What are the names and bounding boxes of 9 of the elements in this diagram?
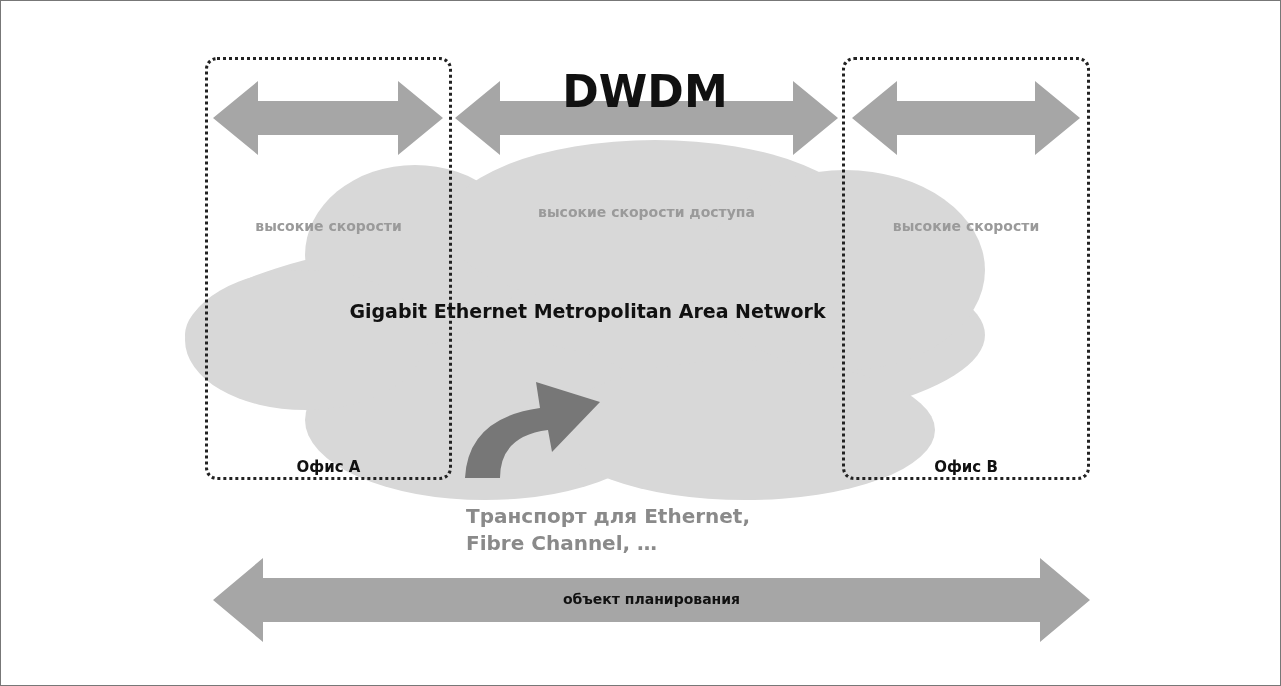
speed-label: высокие скорости bbox=[254, 218, 403, 234]
title: DWDM bbox=[561, 66, 729, 117]
speed-label: высокие скорости bbox=[891, 218, 1041, 234]
scope-label: объект планирования bbox=[561, 590, 742, 609]
office-label: Офис A bbox=[295, 458, 362, 476]
transport-label: Транспорт для Ethernet, Fibre Channel, … bbox=[466, 503, 751, 557]
office-label: Офис B bbox=[933, 458, 999, 476]
speed-label: высокие скорости доступа bbox=[537, 203, 756, 222]
network-label: Gigabit Ethernet Metropolitan Area Network bbox=[348, 300, 827, 322]
